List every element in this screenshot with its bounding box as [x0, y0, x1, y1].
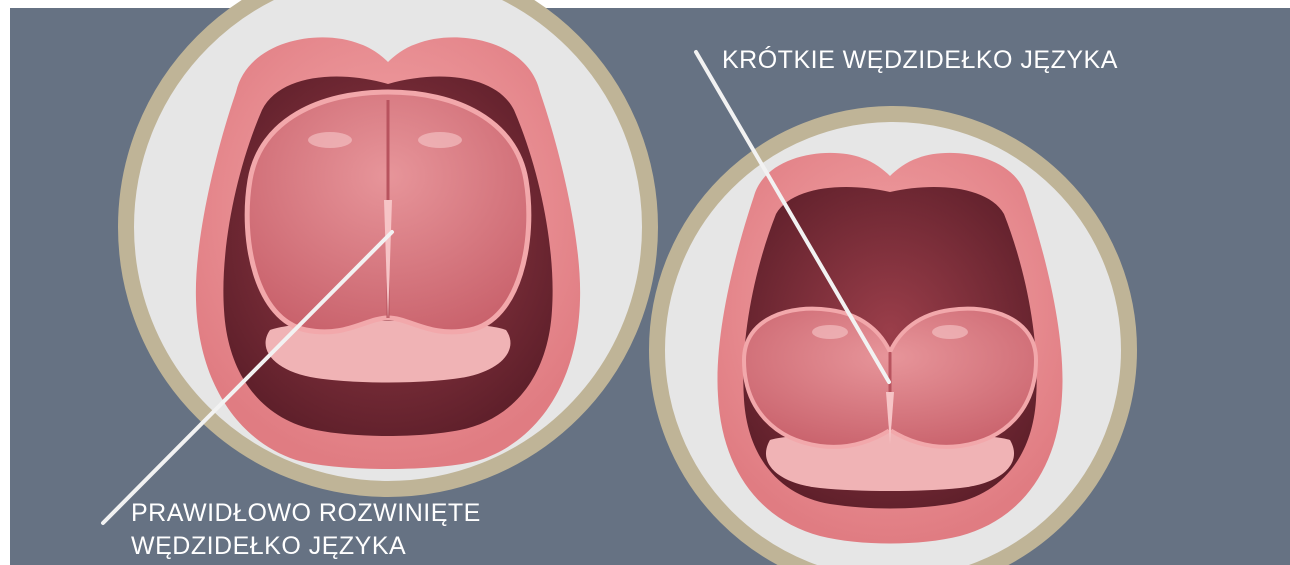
- normal-mouth-highlight: [308, 132, 352, 148]
- normal-mouth-highlight: [418, 132, 462, 148]
- normal-mouth-figure: [126, 0, 650, 489]
- short-frenulum-mouth-highlight: [932, 325, 968, 339]
- short-frenulum-mouth-figure: [657, 114, 1129, 565]
- normal-frenulum-label-line-1: PRAWIDŁOWO ROZWINIĘTE: [131, 497, 481, 530]
- short-frenulum-label: KRÓTKIE WĘDZIDEŁKO JĘZYKA: [722, 44, 1118, 77]
- normal-frenulum-label: PRAWIDŁOWO ROZWINIĘTE WĘDZIDEŁKO JĘZYKA: [131, 497, 481, 563]
- short-frenulum-mouth-highlight: [812, 325, 848, 339]
- normal-frenulum-label-line-2: WĘDZIDEŁKO JĘZYKA: [131, 530, 481, 563]
